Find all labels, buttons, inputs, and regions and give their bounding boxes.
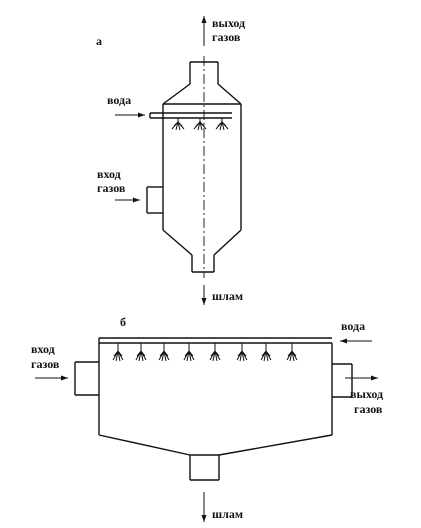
figure-b-gas-in-line1: вход	[31, 342, 55, 356]
figure-b-water-label: вода	[341, 319, 365, 333]
figure-a-label: а	[96, 34, 102, 48]
figure-a-gas-out-line2: газов	[212, 30, 241, 44]
figure-b-spray-header	[98, 337, 332, 344]
figure-b: б	[31, 315, 383, 522]
spray-nozzle	[260, 343, 272, 362]
figure-b-sludge-label: шлам	[212, 507, 243, 521]
spray-nozzle	[215, 118, 229, 131]
figure-b-sludge-nozzle	[189, 455, 220, 481]
figure-b-gas-out-line1: выход	[350, 387, 383, 401]
spray-nozzle	[158, 343, 170, 362]
figure-a-gas-out-line1: выход	[212, 16, 245, 30]
figure-a-top-cone	[162, 83, 242, 105]
figure-a-sludge-label: шлам	[212, 289, 243, 303]
spray-nozzle	[193, 118, 207, 131]
figure-a-body	[162, 104, 242, 230]
figure-a-water-label: вода	[107, 93, 131, 107]
figure-b-vessel	[98, 343, 333, 456]
figure-b-label: б	[120, 315, 126, 329]
spray-nozzle	[112, 343, 124, 362]
figure-b-gas-in-line2: газов	[31, 357, 60, 371]
figure-a-bottom-cone	[162, 229, 242, 273]
figure-a-spray-nozzles	[171, 118, 229, 131]
figure-b-outlet-nozzle	[332, 363, 353, 398]
spray-nozzle	[209, 343, 221, 362]
figure-a: а	[96, 16, 245, 305]
spray-nozzle	[171, 118, 185, 131]
figure-a-gas-in-line1: вход	[97, 167, 121, 181]
spray-nozzle	[183, 343, 195, 362]
figure-a-spray-header	[149, 112, 232, 119]
figure-b-inlet-nozzle	[74, 361, 99, 396]
spray-nozzle	[135, 343, 147, 362]
figure-a-inlet-nozzle	[146, 186, 163, 214]
spray-nozzle	[236, 343, 248, 362]
figure-a-gas-in-line2: газов	[97, 181, 126, 195]
figure-b-gas-out-line2: газов	[354, 402, 383, 416]
figure-b-spray-nozzles	[112, 343, 298, 362]
spray-nozzle	[286, 343, 298, 362]
